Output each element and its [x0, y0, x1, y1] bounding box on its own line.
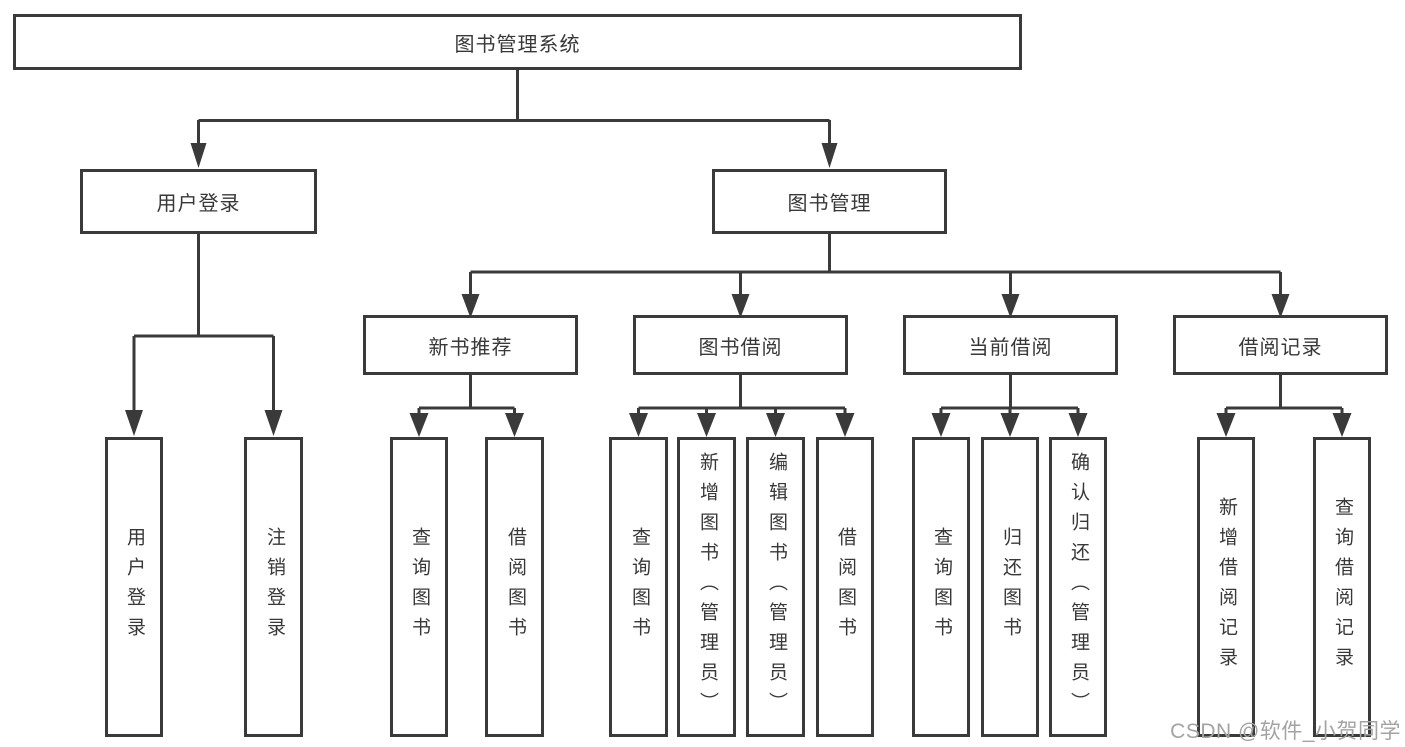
node-current-query-books: 查询图书 [912, 437, 970, 737]
arrow-down-icon [1000, 413, 1020, 437]
arrow-down-icon [697, 413, 716, 437]
arrow-down-icon [821, 143, 838, 168]
arrow-down-icon [1001, 294, 1020, 318]
node-borrow-records: 借阅记录 [1173, 315, 1388, 375]
node-borrow-query-books: 查询图书 [609, 437, 668, 737]
node-borrow-borrow-books: 借阅图书 [816, 437, 874, 737]
arrow-down-icon [835, 413, 855, 437]
arrow-down-icon [731, 294, 750, 318]
connector-user-login-children [125, 232, 283, 436]
node-root: 图书管理系统 [13, 14, 1022, 70]
node-book-mgmt: 图书管理 [712, 169, 947, 234]
connector-book-mgmt-sections [461, 232, 1290, 318]
arrow-down-icon [505, 413, 524, 437]
arrow-down-icon [1068, 413, 1088, 437]
node-recommend-borrow-books: 借阅图书 [485, 437, 544, 737]
arrow-down-icon [1216, 413, 1236, 437]
arrow-down-icon [1332, 413, 1352, 437]
node-current-borrow: 当前借阅 [903, 315, 1118, 375]
node-login: 用户登录 [105, 437, 163, 737]
arrow-down-icon [264, 410, 283, 436]
arrow-down-icon [629, 413, 648, 437]
node-new-book-recommend: 新书推荐 [363, 315, 578, 375]
node-current-return-books: 归还图书 [981, 437, 1039, 737]
arrow-down-icon [190, 143, 207, 168]
node-records-query-record: 查询借阅记录 [1313, 437, 1371, 737]
node-logout: 注销登录 [244, 437, 303, 737]
arrow-down-icon [766, 413, 785, 437]
csdn-watermark: CSDN @软件_小贺同学 [1170, 720, 1401, 743]
node-book-borrow: 图书借阅 [633, 315, 848, 375]
arrow-down-icon [931, 413, 951, 437]
arrow-down-icon [461, 294, 480, 318]
node-recommend-query-books: 查询图书 [390, 437, 448, 737]
arrow-down-icon [125, 410, 143, 436]
node-user-login: 用户登录 [80, 169, 317, 234]
node-current-confirm-return-admin: 确认归还（管理员） [1049, 437, 1107, 737]
node-records-add-record: 新增借阅记录 [1197, 437, 1255, 737]
arrow-down-icon [409, 413, 429, 437]
node-borrow-add-books-admin: 新增图书（管理员） [677, 437, 736, 737]
arrow-down-icon [1271, 294, 1290, 318]
connector-section-children [409, 374, 1352, 437]
node-borrow-edit-books-admin: 编辑图书（管理员） [746, 437, 805, 737]
connector-root-to-level2 [190, 67, 838, 168]
